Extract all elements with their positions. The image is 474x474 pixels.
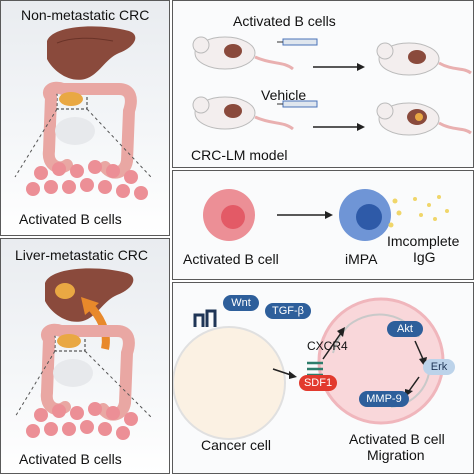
b-cells-cluster: [26, 160, 148, 200]
akt-label: Akt: [387, 321, 423, 337]
mouse-illustration: [192, 36, 472, 136]
mouse-icon: [376, 42, 472, 76]
b-cells-cluster: [26, 402, 138, 440]
erk-label: Erk: [423, 359, 455, 375]
left-top-title: Non-metastatic CRC: [21, 7, 150, 23]
migration-line2: Migration: [367, 447, 425, 463]
impa-label: iMPA: [345, 251, 378, 267]
panel-mouse-model: Activated B cells Vehicle CRC-LM model: [172, 0, 474, 168]
panel-non-metastatic: Non-metastatic CRC Activated B cells: [0, 0, 170, 236]
igg-dots: [388, 195, 449, 228]
wnt-label: Wnt: [223, 295, 259, 311]
non-metastatic-illustration: [14, 26, 152, 200]
impa-illustration: [203, 189, 449, 241]
mouse-row2-label: Vehicle: [261, 87, 307, 103]
model-label: CRC-LM model: [191, 147, 288, 163]
igg-line1: Imcomplete: [387, 233, 460, 249]
igg-line2: IgG: [413, 249, 436, 265]
syringe-icon: [277, 100, 318, 108]
mouse-icon: [376, 102, 472, 136]
tgfb-label: TGF-β: [265, 303, 311, 319]
sdf1-label: SDF1: [299, 375, 337, 391]
left-bottom-caption: Activated B cells: [19, 451, 122, 467]
panel-impa: Activated B cell iMPA Imcomplete IgG: [172, 170, 474, 280]
liver-metastatic-illustration: [14, 268, 152, 440]
mouse-icon: [192, 96, 294, 131]
syringe-icon: [277, 38, 318, 46]
panel-signaling: Wnt TGF-β SDF1 Akt Erk MMP-9 CXCR4 Cance…: [172, 282, 474, 474]
panel-liver-metastatic: Liver-metastatic CRC Activated B cells: [0, 238, 170, 474]
migration-line1: Activated B cell: [349, 431, 445, 447]
cancer-cell: [173, 326, 286, 440]
mouse-row1-label: Activated B cells: [233, 13, 336, 29]
receptor-icon: [193, 309, 217, 327]
left-bottom-title: Liver-metastatic CRC: [15, 247, 149, 263]
impa-cell-label: Activated B cell: [183, 251, 279, 267]
liver-icon: [45, 268, 134, 322]
liver-icon: [47, 26, 136, 80]
cancer-cell-label: Cancer cell: [201, 437, 272, 453]
cxcr4-label: CXCR4: [307, 339, 348, 353]
left-top-caption: Activated B cells: [19, 211, 122, 227]
cycle-arrow: [332, 324, 350, 354]
mmp9-label: MMP-9: [359, 391, 409, 407]
mouse-icon: [192, 36, 294, 71]
